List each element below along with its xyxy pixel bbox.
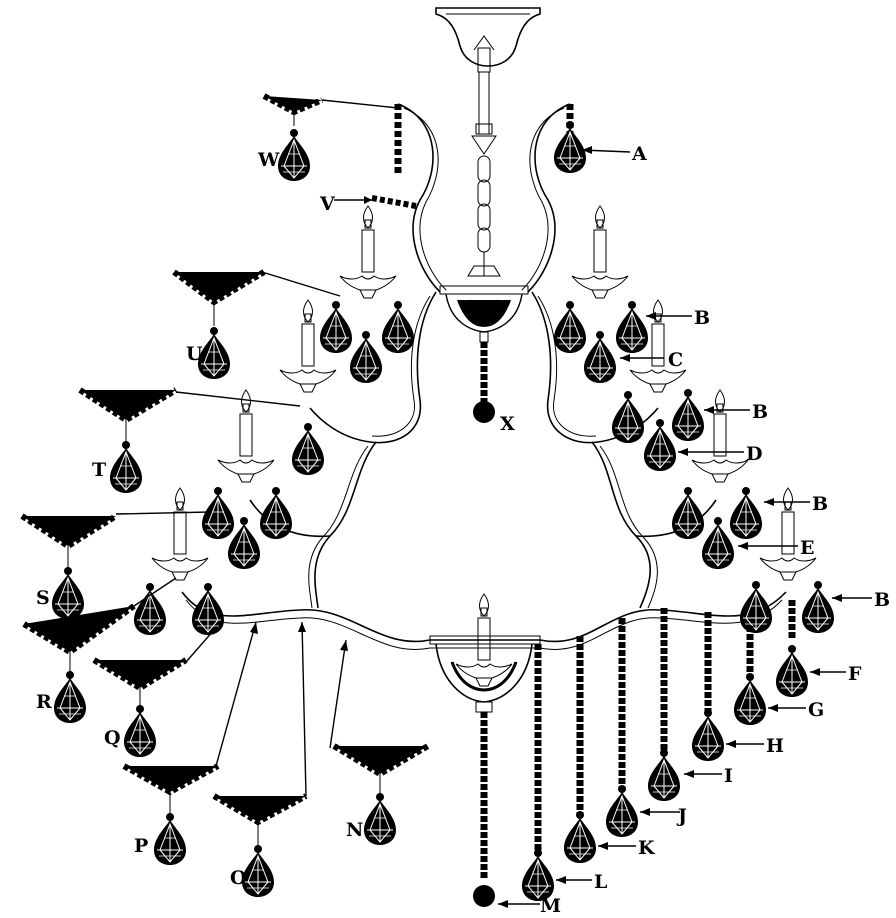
label-B-4: B (874, 589, 890, 611)
label-B-3: B (812, 493, 828, 515)
label-T: T (92, 459, 106, 481)
candle-top-left (339, 205, 397, 299)
garland-P (122, 763, 220, 866)
label-X: X (500, 413, 515, 435)
candle-lower-left (217, 389, 275, 483)
label-H: H (766, 735, 784, 757)
label-V: V (319, 193, 336, 215)
label-M: M (540, 895, 561, 917)
label-A: A (631, 143, 647, 165)
drop-strings (473, 600, 809, 907)
garland-N (332, 743, 430, 846)
label-B-2: B (752, 401, 768, 423)
label-O: O (230, 867, 247, 889)
candle-top-right (571, 205, 629, 299)
garland-V (371, 195, 417, 209)
bottom-bowl (429, 635, 541, 713)
label-D: D (746, 443, 762, 465)
label-L: L (594, 871, 607, 893)
garland-R (22, 603, 136, 724)
inner-arm-left (309, 291, 437, 444)
label-F: F (848, 663, 862, 685)
ceiling-canopy (435, 7, 541, 73)
garland-U (172, 269, 266, 380)
label-P: P (134, 835, 148, 857)
label-C: C (668, 349, 683, 371)
garland-T (78, 387, 178, 494)
part-labels: A B C B D B E B F G H I J K L M N O P Q … (36, 143, 890, 917)
label-U: U (186, 343, 203, 365)
label-E: E (800, 537, 814, 559)
upper-bowl (439, 265, 529, 343)
garland-W (262, 93, 324, 182)
candle-outer-left (151, 487, 209, 581)
label-J: J (676, 805, 687, 827)
label-I: I (724, 765, 733, 787)
garland-Q (92, 657, 188, 758)
label-S: S (36, 587, 50, 609)
label-B-1: B (694, 307, 710, 329)
upper-arm-right (521, 103, 574, 293)
garland-S (20, 513, 118, 620)
leader-lines (115, 99, 872, 908)
chain (477, 155, 491, 276)
center-drop-X: X (473, 342, 515, 435)
label-W: W (257, 149, 280, 171)
label-Q: Q (104, 727, 121, 749)
upper-arm-left (394, 103, 447, 293)
label-R: R (36, 691, 52, 713)
garland-O (212, 793, 308, 898)
label-K: K (638, 837, 656, 859)
bottom-ring (181, 591, 787, 650)
label-N: N (346, 819, 363, 841)
label-G: G (808, 699, 824, 721)
candle-lower-right (691, 389, 749, 483)
center-rod (471, 71, 497, 155)
